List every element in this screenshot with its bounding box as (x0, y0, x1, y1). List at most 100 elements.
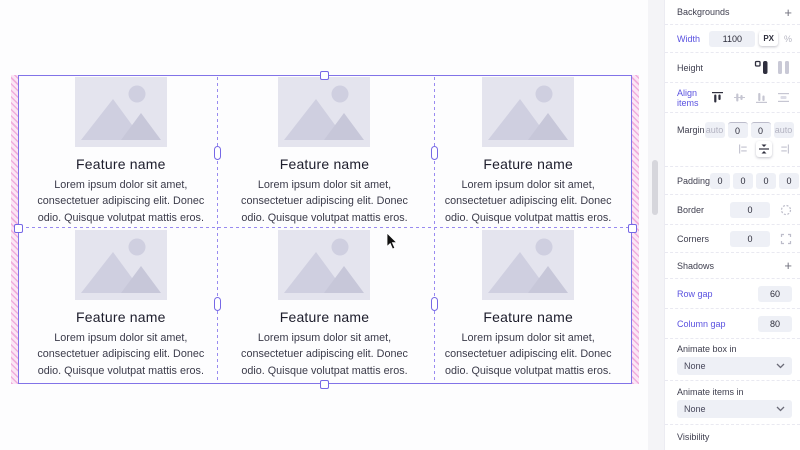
row-gap-input[interactable]: 60 (758, 285, 792, 302)
height-columns-icon[interactable] (775, 59, 792, 76)
feature-card[interactable]: Feature name Lorem ipsum dolor sit amet,… (426, 76, 630, 227)
unit-px-button[interactable]: PX (759, 31, 778, 46)
animate-box-row: Animate box in None (665, 338, 800, 380)
visibility-label: Visibility (677, 432, 710, 442)
border-width-input[interactable]: 0 (730, 201, 770, 218)
height-label: Height (677, 62, 704, 73)
feature-body: Lorem ipsum dolor sit amet, consectetuer… (444, 331, 612, 377)
feature-title: Feature name (76, 308, 166, 325)
border-row: Border 0 (665, 194, 800, 224)
feature-title: Feature name (483, 308, 573, 325)
style-panel: Backgrounds + Width 1100 PX % Height Al (664, 0, 800, 450)
margin-align-left-icon[interactable] (736, 142, 750, 156)
animate-items-label: Animate items in (677, 387, 744, 397)
column-gap-handle[interactable] (430, 297, 438, 311)
padding-label: Padding (677, 175, 711, 186)
canvas-scroll-gutter (648, 0, 664, 450)
height-fixed-icon[interactable] (753, 59, 770, 76)
feature-card[interactable]: Feature name Lorem ipsum dolor sit amet,… (19, 227, 223, 382)
add-background-button[interactable]: + (784, 4, 792, 20)
feature-body: Lorem ipsum dolor sit amet, consectetuer… (241, 178, 408, 224)
row-gap-label: Row gap (677, 288, 713, 299)
corners-icon[interactable] (779, 232, 792, 245)
animate-box-select[interactable]: None (677, 357, 792, 375)
align-stretch-icon[interactable] (775, 89, 792, 106)
width-input[interactable]: 1100 (709, 30, 756, 47)
backgrounds-label: Backgrounds (677, 7, 730, 17)
add-shadow-button[interactable]: + (784, 258, 792, 273)
corners-input[interactable]: 0 (730, 230, 770, 247)
margin-right-input[interactable]: auto (773, 122, 794, 138)
animate-items-select[interactable]: None (677, 400, 792, 418)
column-gap-input[interactable]: 80 (758, 315, 792, 332)
feature-title: Feature name (483, 155, 573, 172)
unit-percent-button[interactable]: % (783, 33, 792, 44)
margin-align-right-icon[interactable] (778, 142, 792, 156)
column-gap-row: Column gap 80 (665, 308, 800, 338)
feature-title: Feature name (76, 155, 166, 172)
animate-items-value: None (684, 404, 706, 414)
feature-body: Lorem ipsum dolor sit amet, consectetuer… (37, 331, 205, 377)
animate-box-value: None (684, 361, 706, 371)
align-top-icon[interactable] (709, 89, 726, 106)
feature-body: Lorem ipsum dolor sit amet, consectetuer… (444, 178, 612, 224)
align-items-label: Align items (677, 87, 699, 108)
resize-handle-top[interactable] (320, 70, 329, 80)
selected-grid-element[interactable]: Feature name Lorem ipsum dolor sit amet,… (18, 75, 632, 384)
animate-items-row: Animate items in None (665, 380, 800, 424)
padding-row: Padding 0 0 0 0 (665, 166, 800, 194)
image-placeholder-icon (482, 229, 575, 300)
margin-align-center-icon[interactable] (756, 141, 772, 157)
padding-bottom-input[interactable]: 0 (756, 172, 777, 189)
image-placeholder-icon (482, 76, 575, 147)
animate-box-label: Animate box in (677, 344, 737, 354)
column-gap-label: Column gap (677, 318, 726, 329)
feature-card[interactable]: Feature name Lorem ipsum dolor sit amet,… (223, 227, 427, 382)
margin-label: Margin (677, 125, 705, 135)
feature-title: Feature name (279, 308, 370, 325)
feature-title: Feature name (279, 155, 370, 172)
visibility-row: Visibility (665, 424, 800, 450)
shadows-row: Shadows + (665, 252, 800, 278)
column-divider (217, 77, 218, 381)
height-row: Height (665, 52, 800, 82)
padding-right-input[interactable]: 0 (779, 172, 800, 189)
feature-card-grid: Feature name Lorem ipsum dolor sit amet,… (19, 76, 630, 382)
mouse-cursor (386, 233, 398, 250)
column-gap-handle[interactable] (430, 146, 438, 160)
canvas-area[interactable]: Feature name Lorem ipsum dolor sit amet,… (0, 0, 648, 450)
border-circle-icon[interactable] (779, 203, 792, 216)
feature-card[interactable]: Feature name Lorem ipsum dolor sit amet,… (223, 76, 427, 227)
feature-body: Lorem ipsum dolor sit amet, consectetuer… (37, 178, 205, 224)
feature-card[interactable]: Feature name Lorem ipsum dolor sit amet,… (426, 227, 630, 382)
padding-left-input[interactable]: 0 (710, 172, 731, 189)
image-placeholder-icon (74, 76, 167, 147)
padding-top-input[interactable]: 0 (733, 172, 754, 189)
row-divider (20, 227, 629, 228)
feature-card[interactable]: Feature name Lorem ipsum dolor sit amet,… (19, 76, 223, 227)
backgrounds-row: Backgrounds + (665, 0, 800, 24)
image-placeholder-icon (74, 229, 167, 300)
align-center-icon[interactable] (731, 89, 748, 106)
vertical-scrollbar[interactable] (652, 160, 658, 215)
resize-handle-left[interactable] (13, 223, 23, 233)
width-label: Width (677, 33, 701, 44)
margin-left-input[interactable]: auto (704, 122, 725, 138)
shadows-label: Shadows (677, 260, 715, 271)
row-gap-row: Row gap 60 (665, 278, 800, 308)
border-label: Border (677, 204, 705, 215)
corners-label: Corners (677, 233, 710, 244)
margin-top-input[interactable]: 0 (727, 122, 748, 138)
margin-bottom-input[interactable]: 0 (750, 122, 771, 138)
column-gap-handle[interactable] (213, 297, 221, 311)
align-items-row: Align items (665, 82, 800, 112)
resize-handle-right[interactable] (627, 223, 637, 233)
corners-row: Corners 0 (665, 224, 800, 252)
chevron-down-icon (776, 406, 785, 412)
resize-handle-bottom[interactable] (320, 379, 329, 389)
width-row: Width 1100 PX % (665, 24, 800, 52)
align-bottom-icon[interactable] (753, 89, 770, 106)
image-placeholder-icon (278, 76, 371, 147)
column-gap-handle[interactable] (213, 146, 221, 160)
